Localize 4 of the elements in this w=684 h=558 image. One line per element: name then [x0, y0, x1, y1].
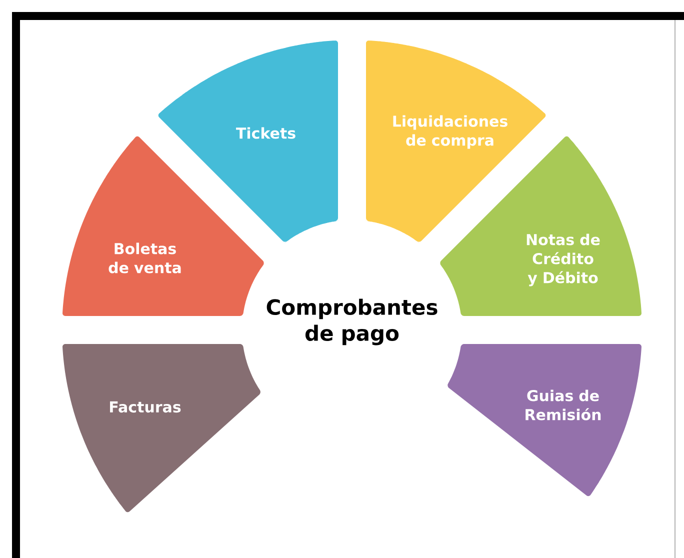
- center-title: Comprobantes de pago: [266, 298, 438, 346]
- ring-segment: Tickets: [158, 40, 340, 244]
- ring-segment: Facturas: [62, 342, 262, 512]
- ring-segment: Guias de Remisión: [446, 342, 642, 496]
